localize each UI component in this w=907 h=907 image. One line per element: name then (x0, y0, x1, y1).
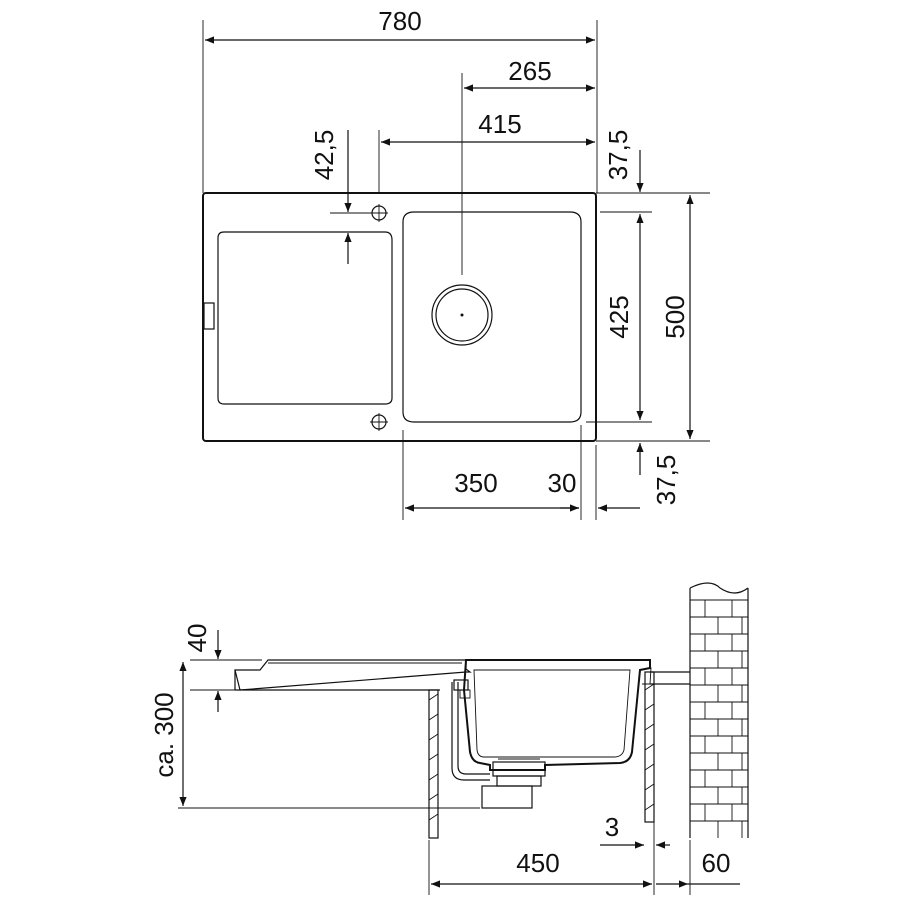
dim-label-500: 500 (660, 295, 690, 338)
overflow-pipe (451, 679, 490, 781)
dim-label-40: 40 (182, 624, 212, 653)
dim-label-30: 30 (548, 468, 577, 498)
dim-label-42-5: 42,5 (309, 130, 339, 181)
plan-view: 780 265 415 42,5 37,5 425 500 37,5 350 3… (202, 6, 710, 520)
tap-hole-bottom-icon (370, 413, 388, 431)
cabinet-wall-right (644, 671, 655, 823)
cabinet-wall-left (428, 689, 439, 839)
drainboard-outline (217, 231, 393, 405)
tap-hole-top-icon (370, 204, 388, 222)
bowl-outline (402, 211, 582, 423)
dim-label-350: 350 (454, 468, 497, 498)
extension-lines (202, 20, 710, 520)
section-view: 40 ca. 300 450 60 3 (149, 582, 749, 895)
dim-label-415: 415 (478, 109, 521, 139)
drain-icon (431, 284, 493, 346)
sink-outline (202, 192, 597, 442)
section-extension-lines (178, 659, 691, 895)
dim-label-425: 425 (604, 295, 634, 338)
dim-label-37-5-top: 37,5 (603, 130, 633, 181)
dim-label-60: 60 (702, 848, 731, 878)
dim-label-780: 780 (378, 6, 421, 36)
dim-label-3: 3 (605, 812, 619, 842)
brick-wall (689, 582, 749, 838)
countertop (234, 659, 472, 691)
dim-label-450: 450 (516, 848, 559, 878)
waste-fitting (481, 758, 546, 809)
dim-label-37-5-bottom: 37,5 (651, 455, 681, 506)
overflow-slot (203, 302, 215, 330)
dim-label-265: 265 (508, 56, 551, 86)
dim-label-ca-300: ca. 300 (149, 692, 179, 777)
